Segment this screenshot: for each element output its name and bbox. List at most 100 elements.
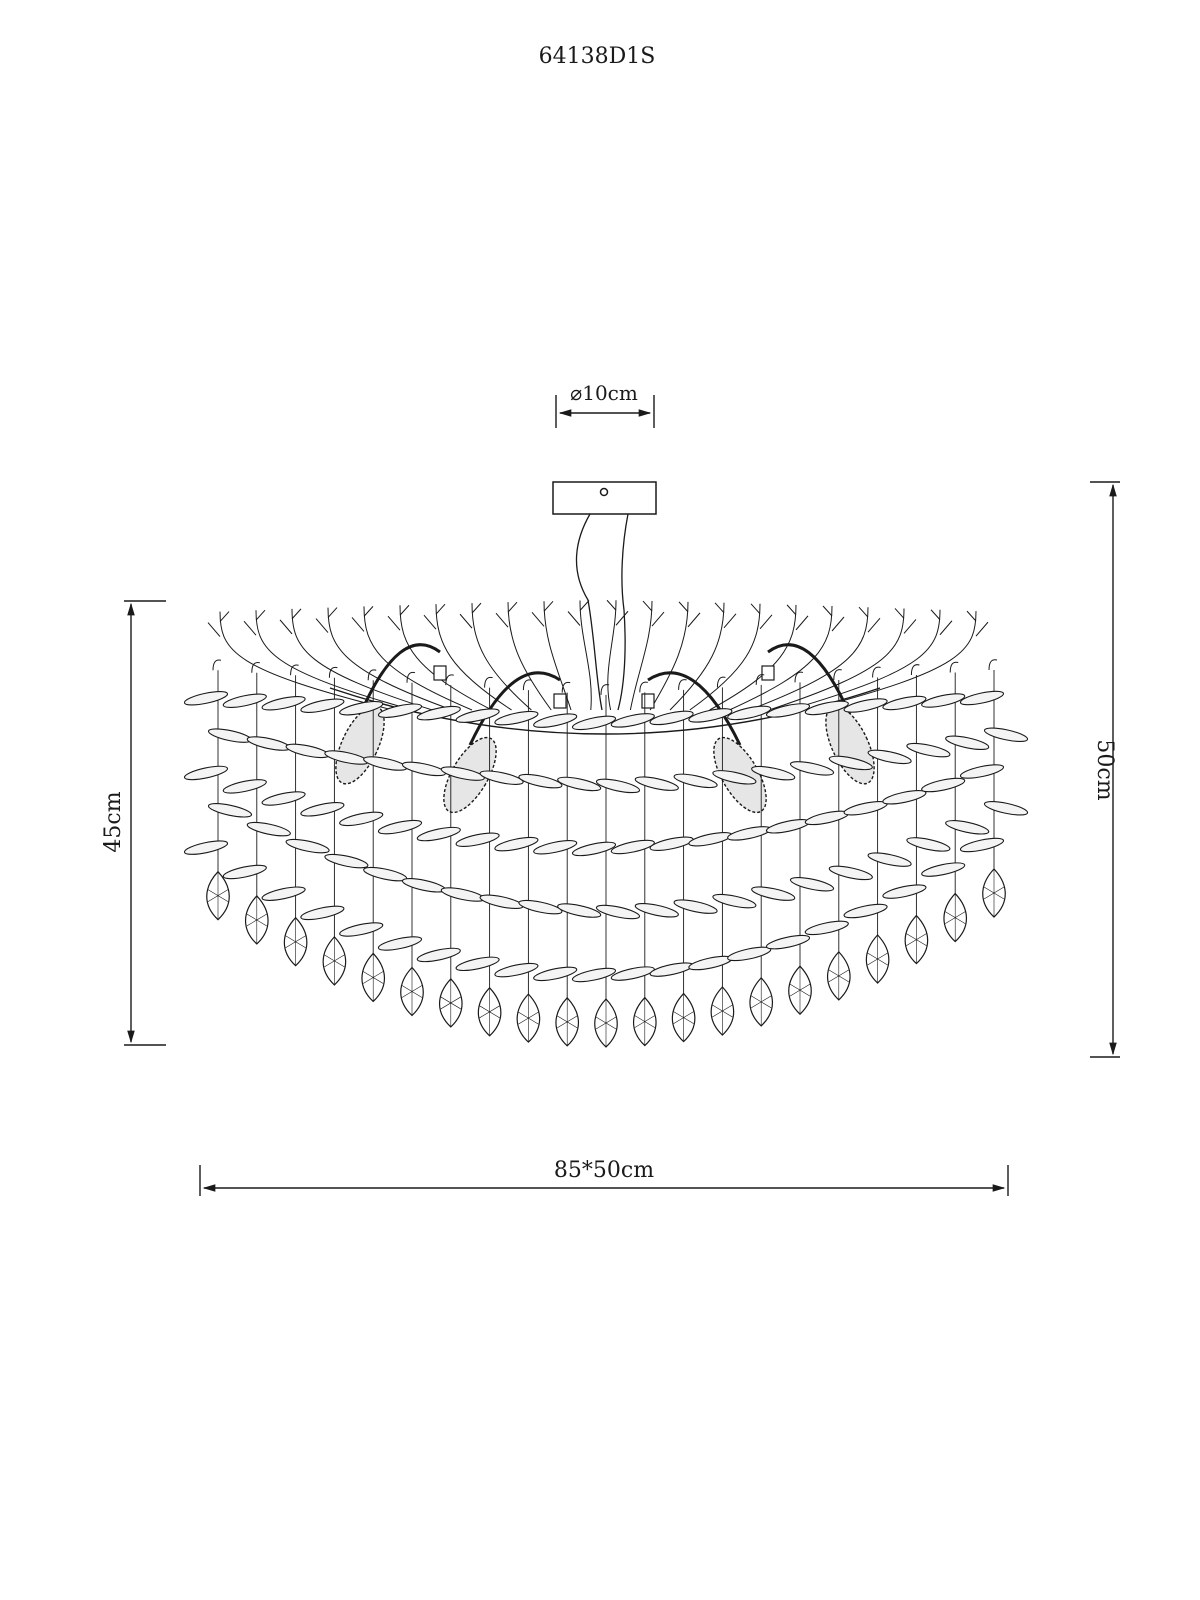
- leaf-crystal: [751, 886, 796, 901]
- crystal-drop-facets: [595, 998, 617, 1047]
- leaf-crystal: [882, 695, 927, 711]
- lamp-arm: [358, 643, 441, 716]
- leaf-crystal: [634, 903, 679, 918]
- coral-branch: [327, 607, 453, 711]
- leaf-crystal: [673, 773, 718, 789]
- coral-branch: [399, 605, 493, 711]
- leaf-crystal: [401, 878, 447, 893]
- coral-twig: [423, 603, 446, 630]
- leaf-crystal: [959, 764, 1005, 779]
- chandelier-body: [183, 599, 1029, 1048]
- crystal-drop-facets: [363, 953, 384, 1002]
- coral-branch: [808, 611, 977, 711]
- strand-hook: [755, 674, 765, 685]
- leaf-crystal: [207, 728, 253, 743]
- strand-hook: [251, 661, 260, 673]
- coral-twig: [894, 608, 917, 634]
- leaf-crystal: [983, 801, 1029, 816]
- lamp-arm: [767, 643, 852, 716]
- leaf-crystal: [610, 713, 655, 728]
- crystal-drop-facets: [673, 993, 694, 1042]
- coral-twig: [387, 604, 410, 631]
- leaf-crystal: [518, 899, 563, 915]
- leaf-crystal: [906, 837, 951, 852]
- leaf-crystal: [727, 826, 772, 841]
- leaf-crystal: [416, 826, 461, 842]
- leaf-crystal: [727, 946, 772, 962]
- leaf-crystal: [440, 887, 485, 902]
- leaf-crystal: [261, 886, 306, 901]
- coral-twig: [279, 608, 302, 635]
- coral-branch: [629, 601, 653, 711]
- crystal-drop-facets: [246, 895, 267, 944]
- lamp-arm: [647, 671, 742, 746]
- coral-twig: [858, 606, 881, 633]
- coral-branch: [649, 601, 689, 711]
- leaf-crystal: [377, 936, 423, 951]
- strand-hook: [949, 661, 959, 673]
- crystal-drop-facets: [712, 987, 733, 1036]
- crystal-drop-facets: [285, 917, 306, 966]
- leaf-crystal: [649, 962, 694, 977]
- coral-twig: [207, 611, 230, 637]
- coral-branch: [607, 600, 617, 711]
- strand-hook: [484, 676, 493, 688]
- leaf-crystal: [222, 779, 267, 794]
- leaf-crystal: [183, 691, 229, 706]
- leaf-crystal: [300, 698, 345, 713]
- leaf-crystal: [494, 836, 539, 852]
- leaf-crystal: [921, 862, 966, 877]
- leaf-crystal: [479, 894, 524, 910]
- leaf-crystal: [401, 761, 447, 777]
- leaf-crystal: [959, 837, 1005, 853]
- leaf-crystal: [455, 708, 500, 723]
- strand-hook: [794, 671, 804, 683]
- leaf-crystal: [595, 778, 641, 794]
- crystal-drop-facets: [828, 951, 849, 1000]
- lamp-socket: [641, 693, 655, 709]
- lamp-socket: [433, 665, 447, 681]
- coral-twig: [315, 607, 338, 633]
- coral-twig: [750, 603, 773, 630]
- coral-twig: [459, 602, 482, 629]
- coral-twig: [822, 605, 845, 632]
- leaf-crystal: [285, 838, 330, 854]
- leaf-crystal: [921, 693, 966, 708]
- coral-twig: [531, 600, 554, 627]
- leaf-crystal: [246, 736, 291, 751]
- overall-size-label: 85*50cm: [554, 1158, 654, 1183]
- leaf-crystal: [804, 700, 849, 716]
- coral-twig: [930, 609, 953, 636]
- leaf-crystal: [843, 800, 888, 816]
- coral-twig: [243, 609, 266, 636]
- coral-twig: [678, 601, 701, 628]
- height-right-label: 50cm: [1092, 739, 1117, 800]
- crystal-drop-facets: [906, 915, 927, 964]
- leaf-crystal: [595, 904, 641, 920]
- leaf-crystal: [688, 831, 733, 847]
- coral-branch: [709, 604, 797, 711]
- coral-twig: [567, 600, 590, 626]
- leaf-crystal: [882, 884, 927, 899]
- leaf-crystal: [494, 962, 539, 978]
- leaf-crystal: [261, 791, 306, 806]
- leaf-crystal: [688, 708, 733, 723]
- coral-branch: [579, 600, 592, 711]
- strand-hook: [988, 659, 998, 671]
- leaf-crystal: [867, 852, 912, 867]
- strand-hook: [600, 684, 610, 695]
- leaf-crystal: [246, 821, 291, 837]
- strand-hook: [367, 669, 377, 681]
- leaf-crystal: [712, 893, 757, 909]
- leaf-crystal: [765, 934, 811, 950]
- lamp-socket: [553, 693, 567, 709]
- coral-branch: [255, 610, 413, 711]
- coral-twig: [642, 600, 665, 627]
- coral-twig: [966, 610, 989, 637]
- crystal-drop-facets: [324, 936, 345, 985]
- crystal-drop-facets: [207, 871, 229, 920]
- leaf-crystal: [416, 947, 461, 963]
- height-dimension-left: [124, 600, 166, 1046]
- leaf-crystal: [557, 903, 602, 918]
- crystal-drop-facets: [867, 935, 888, 984]
